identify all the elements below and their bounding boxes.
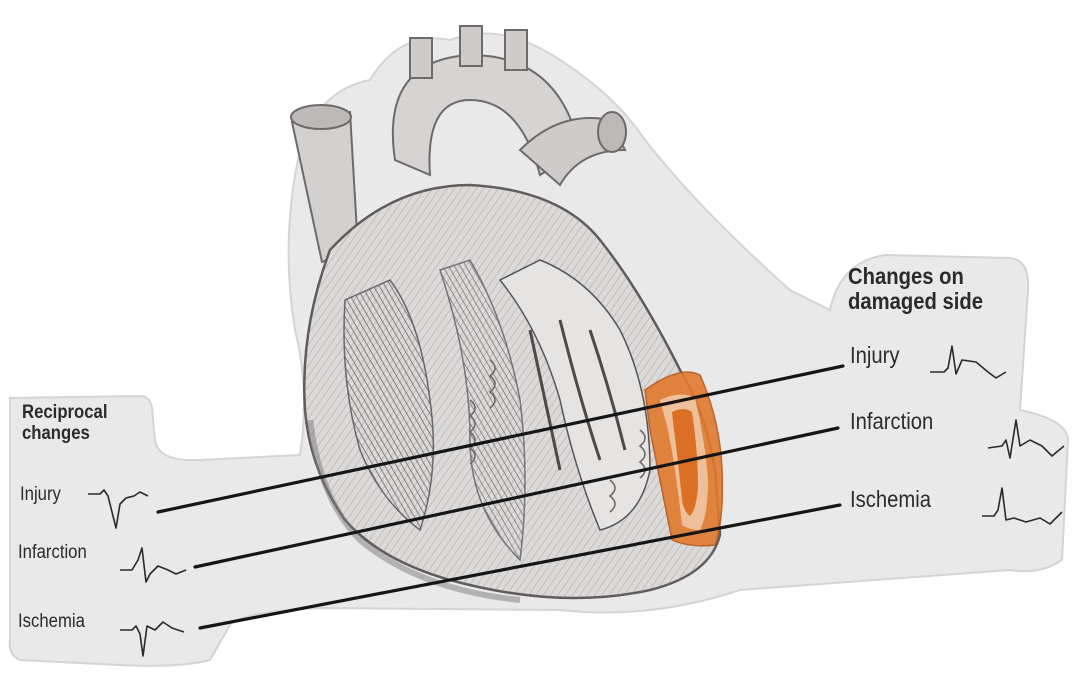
- reciprocal-ischemia-label: Ischemia: [18, 611, 85, 633]
- damaged-title-line1: Changes on: [848, 264, 983, 289]
- damaged-ischemia-label: Ischemia: [850, 486, 931, 513]
- reciprocal-changes-title: Reciprocal changes: [22, 403, 107, 445]
- reciprocal-infarction-label: Infarction: [18, 542, 87, 564]
- damaged-infarction-label: Infarction: [850, 408, 933, 435]
- damaged-side-title: Changes on damaged side: [848, 264, 983, 315]
- aortic-branch-3: [505, 30, 527, 70]
- aortic-branch-2: [460, 26, 482, 66]
- reciprocal-title-line2: changes: [22, 424, 107, 445]
- vena-cava-opening: [291, 105, 351, 129]
- damaged-title-line2: damaged side: [848, 289, 983, 314]
- damaged-injury-label: Injury: [850, 342, 900, 369]
- pulmonary-opening: [598, 112, 626, 152]
- reciprocal-injury-label: Injury: [20, 484, 61, 506]
- aortic-branch-1: [410, 38, 432, 78]
- reciprocal-title-line1: Reciprocal: [22, 403, 107, 424]
